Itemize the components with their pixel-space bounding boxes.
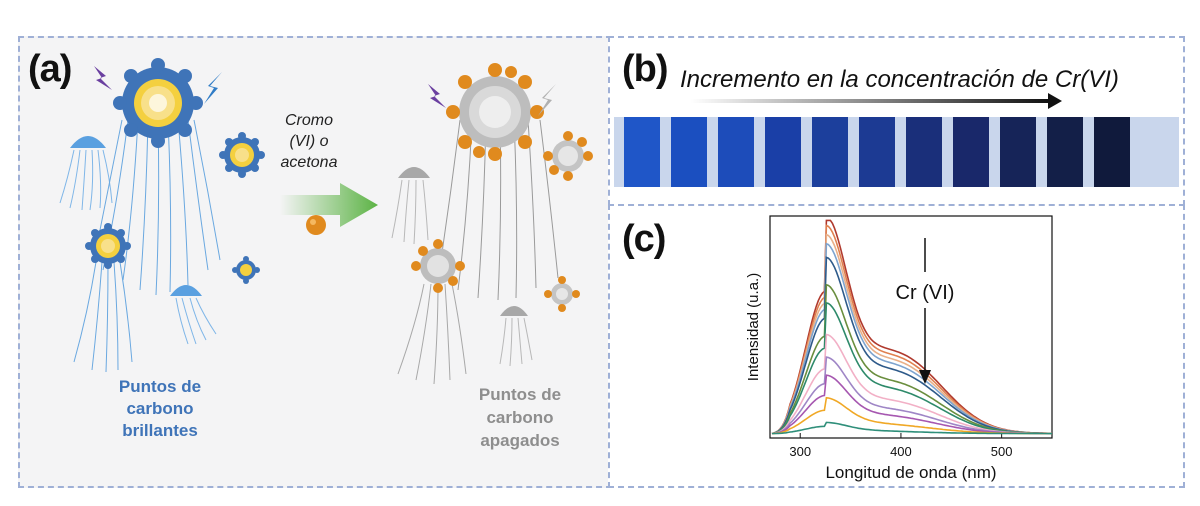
x-tick-label: 400 bbox=[890, 444, 912, 459]
jellyfish-icon bbox=[170, 285, 217, 345]
jellyfish-icon bbox=[397, 283, 467, 385]
reaction-conditions-text: Cromo (VI) o acetona bbox=[280, 112, 338, 171]
concentration-title: Incremento en la concentración de Cr(VI) bbox=[680, 66, 1119, 93]
jellyfish-icon bbox=[499, 306, 533, 367]
lightning-icon bbox=[428, 84, 446, 108]
panel-c-label: (c) bbox=[622, 218, 666, 260]
vial-sample bbox=[1047, 117, 1083, 187]
carbon-dot-icon bbox=[411, 239, 465, 293]
jellyfish-icon bbox=[73, 261, 133, 373]
vial-sample bbox=[859, 117, 895, 187]
vial-sample bbox=[812, 117, 848, 187]
x-tick-label: 300 bbox=[789, 444, 811, 459]
vial-sample bbox=[953, 117, 989, 187]
panel-b-label: (b) bbox=[622, 48, 669, 90]
vial-sample bbox=[671, 117, 707, 187]
reaction-arrow bbox=[280, 183, 378, 227]
spectrum-line bbox=[771, 233, 1053, 435]
lightning-icon bbox=[94, 66, 112, 90]
panel-a-label: (a) bbox=[28, 48, 72, 90]
carbon-dot-icon bbox=[544, 276, 580, 312]
vial-sample bbox=[765, 117, 801, 187]
x-axis-label: Longitud de onda (nm) bbox=[825, 463, 996, 482]
panel-c bbox=[608, 204, 1185, 488]
chromium-particle-icon bbox=[306, 215, 326, 235]
quenched-carbon-dots-label: Puntos de carbono apagados bbox=[478, 385, 562, 450]
annotation-arrowhead bbox=[919, 370, 931, 384]
carbon-dot-icon bbox=[219, 132, 265, 178]
carbon-dot-icon bbox=[232, 256, 260, 284]
carbon-dot-icon bbox=[543, 131, 593, 181]
spectrum-line bbox=[771, 421, 1052, 435]
vial-sample bbox=[624, 117, 660, 187]
vial-sample bbox=[718, 117, 754, 187]
jellyfish-icon bbox=[59, 136, 113, 211]
bright-carbon-dots-label: Puntos de carbono brillantes bbox=[118, 377, 202, 440]
y-axis-label: Intensidad (u.a.) bbox=[745, 273, 762, 381]
jellyfish-icon bbox=[391, 167, 430, 245]
carbon-dot-icon bbox=[446, 63, 544, 161]
x-tick-label: 500 bbox=[991, 444, 1013, 459]
spectrum-line bbox=[771, 356, 1052, 435]
vial-sample bbox=[906, 117, 942, 187]
plot-frame bbox=[769, 215, 1053, 439]
vial-sample bbox=[1094, 117, 1130, 187]
vial-strip bbox=[614, 117, 1179, 187]
carbon-dot-icon bbox=[113, 58, 203, 148]
carbon-dot-icon bbox=[85, 223, 131, 269]
vial-sample bbox=[1000, 117, 1036, 187]
annotation-text: Cr (VI) bbox=[896, 282, 955, 304]
